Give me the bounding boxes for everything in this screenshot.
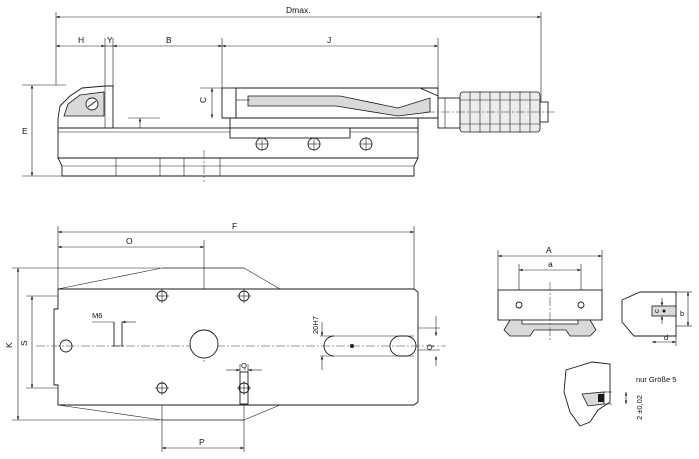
- jaw-side-detail: c b d: [621, 291, 692, 346]
- dim-label-a-lower: a: [548, 259, 553, 269]
- side-holes: [255, 137, 373, 151]
- dim-label-j: J: [327, 35, 331, 45]
- dim-label-k: K: [4, 342, 14, 348]
- dim-label-d-small: d: [664, 333, 668, 342]
- dim-label-q-bottom: Q: [241, 361, 247, 370]
- dim-label-y: Y: [107, 35, 113, 45]
- dim-label-f: F: [232, 221, 237, 231]
- dim-label-e: E: [22, 126, 28, 136]
- dim-label-m6: M6: [92, 311, 102, 320]
- size5-detail: nur Größe 5 2 ±0,02: [563, 361, 676, 427]
- jaw-front-view: A a: [497, 245, 603, 340]
- dim-label-b-small: b: [680, 309, 684, 318]
- dim-label-h: H: [78, 35, 84, 45]
- dim-label-b: B: [166, 35, 172, 45]
- plan-holes: [155, 289, 251, 395]
- dim-label-tol-2: 2 ±0,02: [635, 395, 644, 420]
- dim-label-p: P: [199, 437, 205, 447]
- dim-label-s: S: [19, 340, 29, 346]
- dim-label-q-side: Q: [425, 344, 434, 350]
- plan-view: F O K S P: [4, 221, 446, 452]
- dim-label-20h7: 20H7: [311, 316, 320, 334]
- side-view: Dmax. H Y B J E C G: [22, 5, 556, 182]
- dim-label-a-upper: A: [546, 245, 552, 255]
- dim-label-c-small: c: [652, 309, 661, 313]
- note-nur-groesse: nur Größe 5: [636, 375, 676, 384]
- dim-label-dmax: Dmax.: [286, 5, 311, 15]
- dim-label-o: O: [126, 236, 133, 246]
- dim-label-c: C: [198, 97, 208, 103]
